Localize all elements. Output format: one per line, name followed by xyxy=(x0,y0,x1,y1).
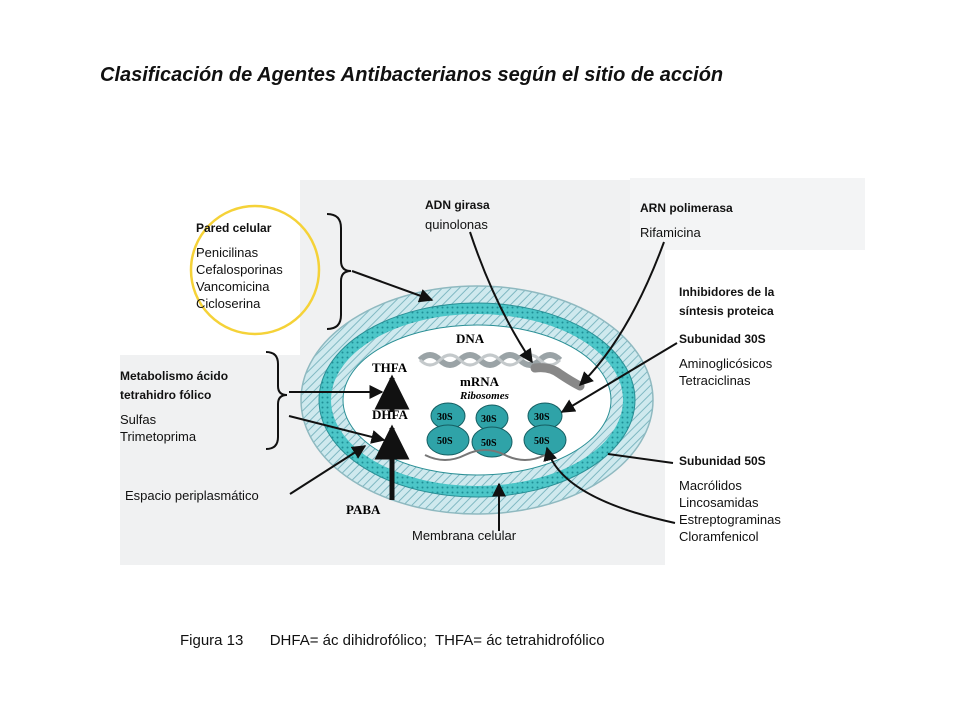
folate-arrow-dhfa xyxy=(288,415,386,444)
mrna-label: mRNA xyxy=(460,374,500,389)
ribosome-2 xyxy=(471,404,513,458)
subunit-30s-header: Subunidad 30S xyxy=(679,332,766,346)
background-panel-left xyxy=(120,355,300,565)
folate-drug: Trimetoprima xyxy=(120,429,197,444)
figure-caption: Figura 13 DHFA= ác dihidrofólico; THFA= … xyxy=(180,632,605,649)
ribosome-3-50s: 50S xyxy=(534,436,550,447)
cell-wall-drug: Cefalosporinas xyxy=(196,262,283,277)
subunit-50s-header: Subunidad 50S xyxy=(679,454,766,468)
ribosome-3 xyxy=(523,402,567,456)
subunit-50s-header-line xyxy=(607,453,674,464)
ribosome-2-30s: 30S xyxy=(481,414,497,425)
dna-gyrase-arrow xyxy=(469,231,533,364)
protein-synthesis-header-line2: síntesis proteica xyxy=(679,304,774,318)
folate-drugs: Sulfas Trimetoprima xyxy=(120,411,196,445)
folate-drug: Sulfas xyxy=(120,412,157,427)
periplasmic-space-label: Espacio periplasmático xyxy=(125,488,259,503)
subunit-50s-drug: Lincosamidas xyxy=(679,495,759,510)
dna-gyrase-drug: quinolonas xyxy=(425,217,488,232)
folate-header-line2: tetrahidro fólico xyxy=(120,388,212,402)
cell-wall-drug: Vancomicina xyxy=(196,279,270,294)
protein-synthesis-header-line1: Inhibidores de la xyxy=(679,285,775,299)
cell-wall-drug: Cicloserina xyxy=(196,296,261,311)
subunit-50s-drug: Cloramfenicol xyxy=(679,529,759,544)
cell-wall-drugs: Penicilinas Cefalosporinas Vancomicina C… xyxy=(196,244,283,312)
figure-number: Figura 13 xyxy=(180,632,244,649)
subunit-50s-drug: Macrólidos xyxy=(679,478,742,493)
rna-polymerase-arrow xyxy=(579,241,665,386)
ribosome-3-30s: 30S xyxy=(534,412,550,423)
mrna-strand xyxy=(530,363,585,391)
subunit-30s-arrow xyxy=(560,342,678,413)
ribosome-1 xyxy=(426,402,470,456)
cell-wall-arrow xyxy=(351,270,434,303)
periplasmic-arrow xyxy=(289,445,367,495)
subunit-30s-drug: Aminoglicósicos xyxy=(679,356,773,371)
dna-strand-2 xyxy=(418,353,562,367)
ribosome-1-50s: 50S xyxy=(437,436,453,447)
page-title: Clasificación de Agentes Antibacterianos… xyxy=(100,64,724,86)
ribosomes-label: Ribosomes xyxy=(459,390,509,402)
subunit-50s-arrow xyxy=(543,446,676,524)
dhfa-label: DHFA xyxy=(372,407,408,422)
cell-wall-highlight-circle xyxy=(189,204,321,336)
cell-wall-drug: Penicilinas xyxy=(196,245,259,260)
folate-bracket xyxy=(265,351,288,450)
protein-synthesis-header: Inhibidores de la síntesis proteica xyxy=(679,283,774,321)
rna-polymerase-header: ARN polimerasa xyxy=(640,201,733,215)
subunit-30s-drug: Tetraciclinas xyxy=(679,373,751,388)
ribosome-1-30s: 30S xyxy=(437,412,453,423)
dna-label: DNA xyxy=(456,331,485,346)
figure-legend: DHFA= ác dihidrofólico; THFA= ác tetrahi… xyxy=(269,632,605,649)
cell-wall-bracket xyxy=(326,213,352,330)
folate-header-line1: Metabolismo ácido xyxy=(120,369,229,383)
background-panel-top-right xyxy=(630,178,865,250)
thfa-label: THFA xyxy=(372,360,408,375)
dna-gyrase-header: ADN girasa xyxy=(425,198,490,212)
subunit-50s-drugs: Macrólidos Lincosamidas Estreptograminas… xyxy=(679,477,781,545)
mrna-chain xyxy=(424,449,546,461)
folate-header: Metabolismo ácido tetrahidro fólico xyxy=(120,367,228,405)
ribosome-2-50s: 50S xyxy=(481,438,497,449)
cell-membrane-label: Membrana celular xyxy=(412,528,517,543)
subunit-50s-drug: Estreptograminas xyxy=(679,512,781,527)
cell-wall-header: Pared celular xyxy=(196,221,272,235)
rna-polymerase-drug: Rifamicina xyxy=(640,225,701,240)
paba-label: PABA xyxy=(346,502,381,517)
dna-strand xyxy=(417,352,563,368)
subunit-30s-drugs: Aminoglicósicos Tetraciclinas xyxy=(679,355,772,389)
